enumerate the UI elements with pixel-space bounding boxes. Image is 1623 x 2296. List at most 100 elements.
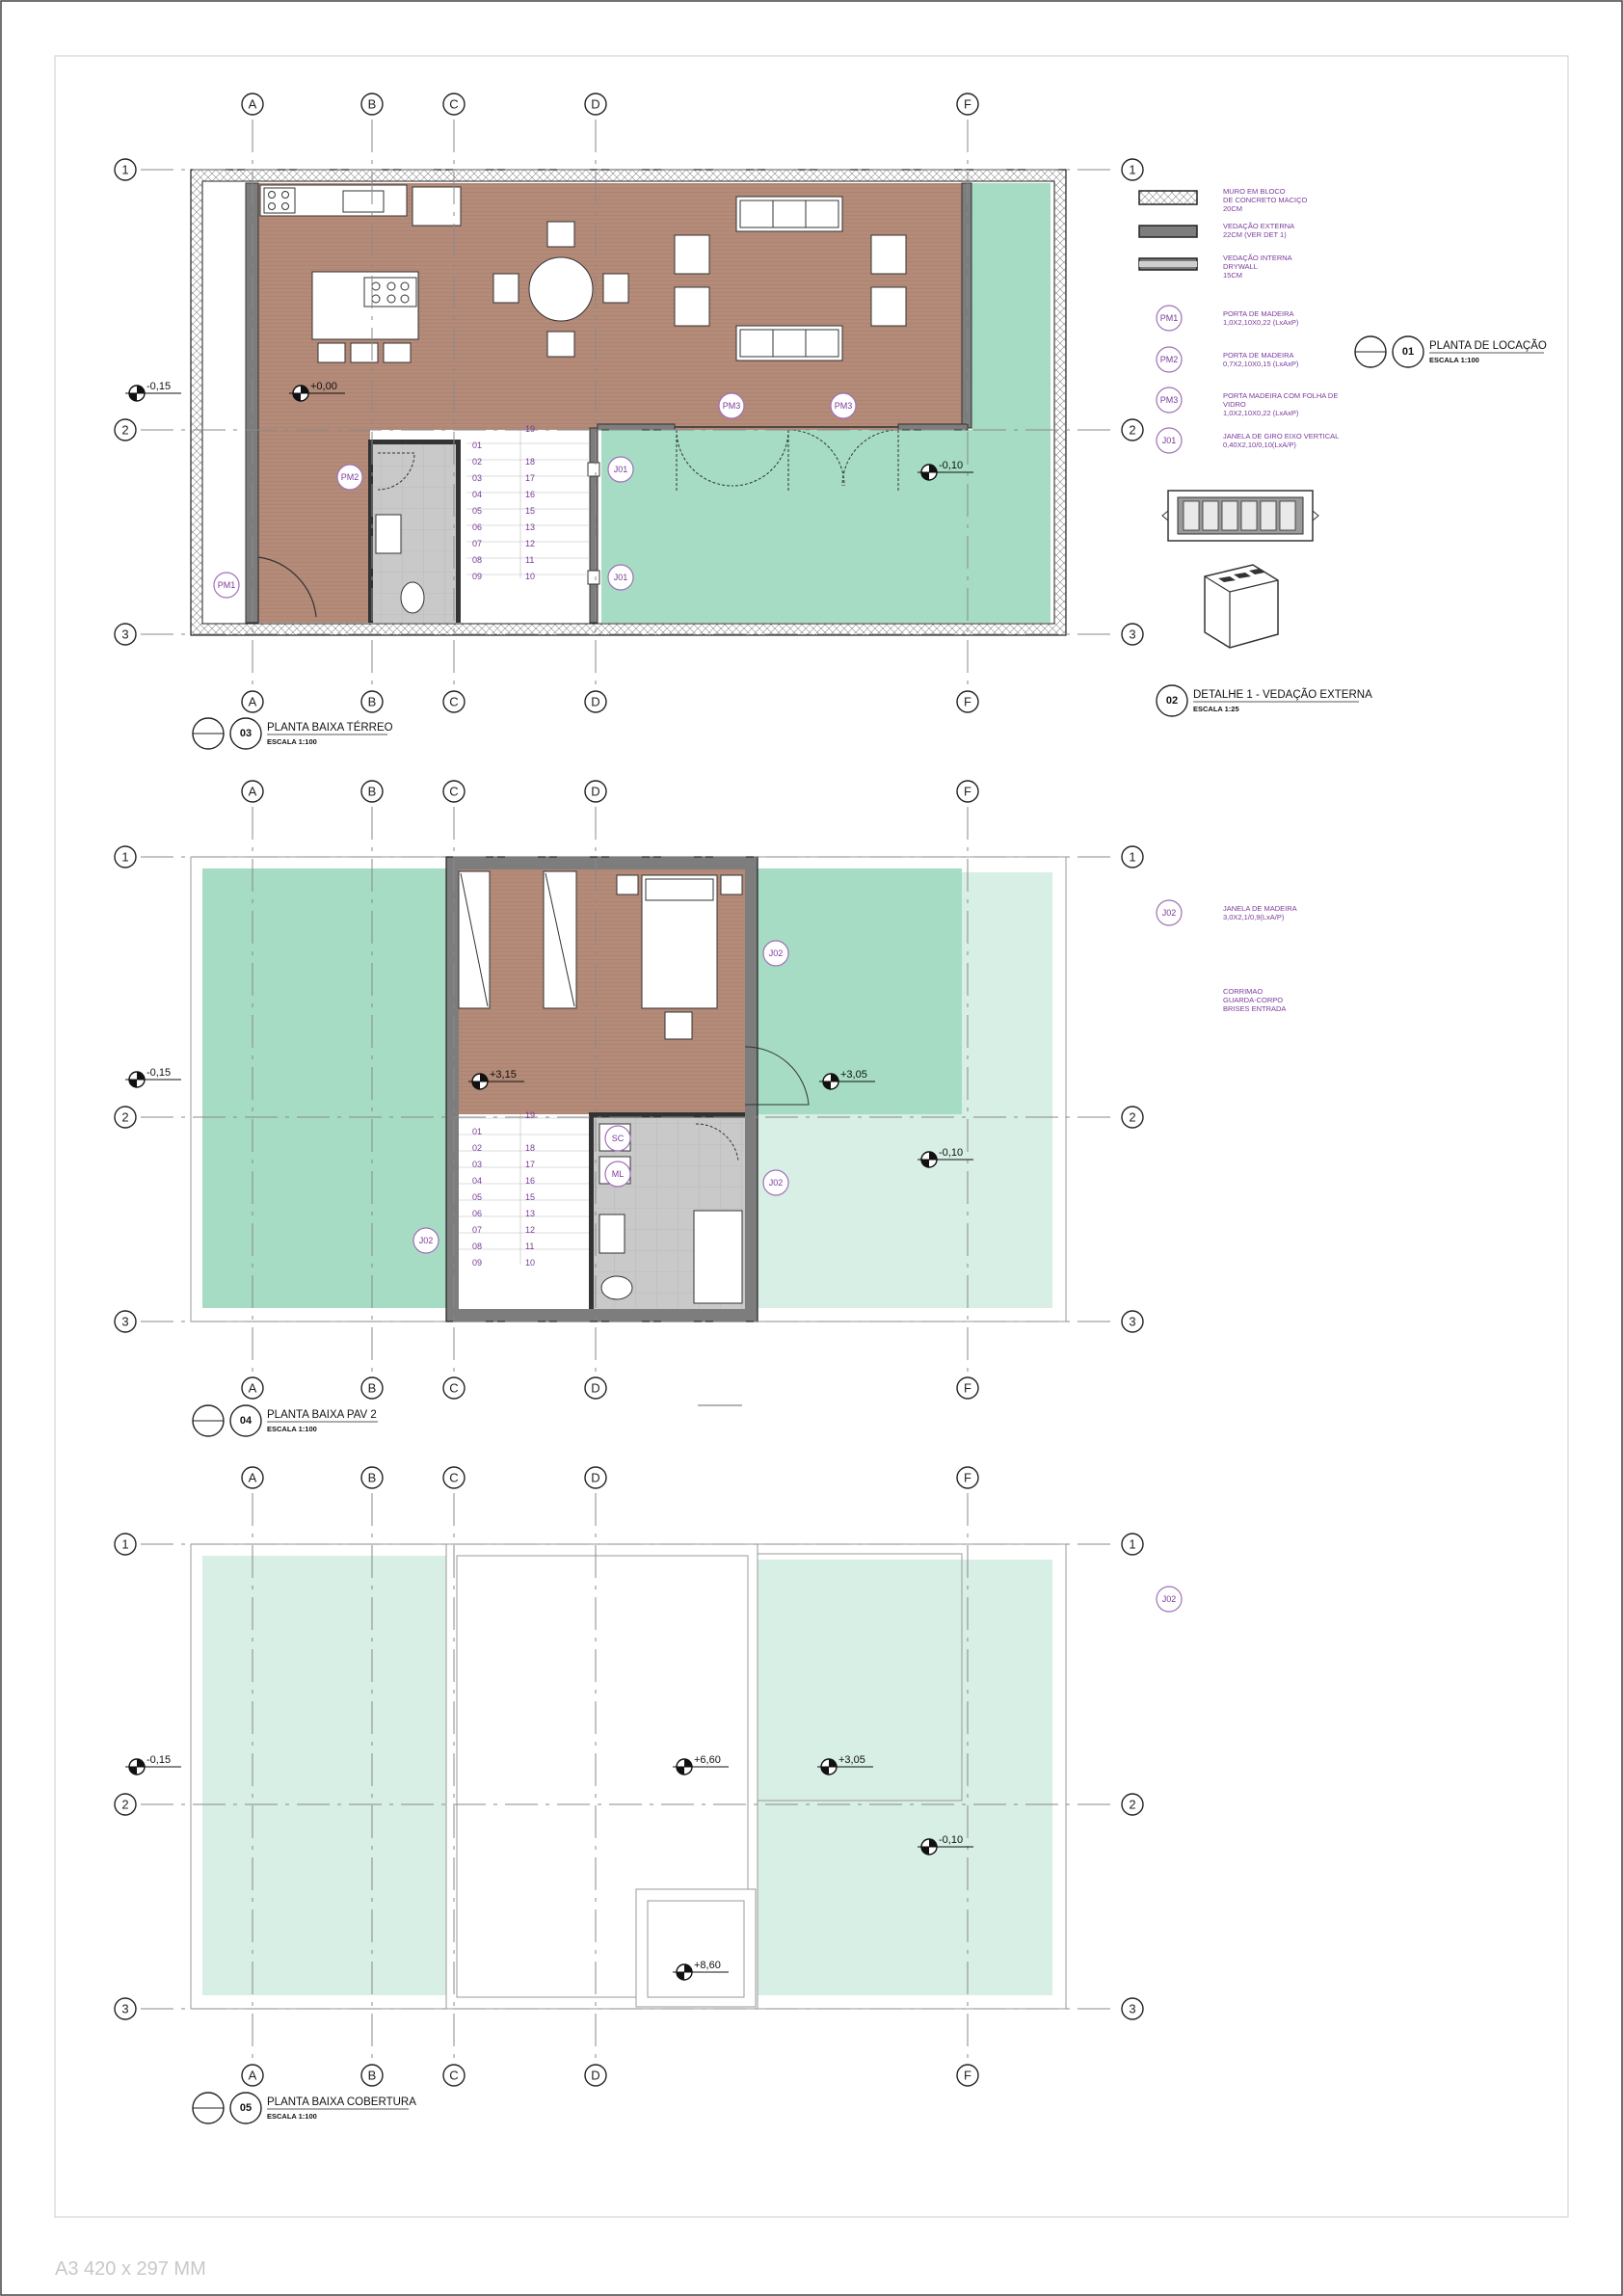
grid-bubble-b: B	[360, 1466, 384, 1489]
legend-pm3-1: PORTA MADEIRA COM FOLHA DE	[1223, 391, 1338, 400]
legend-wall-int-3: 15CM	[1223, 271, 1242, 280]
level-marker: -0,10	[918, 1147, 973, 1168]
level-marker: +6,60	[673, 1754, 729, 1775]
level-value: +3,05	[840, 1069, 867, 1081]
level-value: -0,15	[146, 1754, 171, 1766]
grid-bubble-label: 2	[1129, 1798, 1135, 1812]
grid-bubble-label: A	[249, 785, 257, 799]
grid-bubble-label: 1	[1129, 163, 1135, 177]
grid-bubble-2: 2	[114, 1106, 137, 1129]
roof-area-east	[758, 1560, 1052, 1995]
grid-bubble-label: F	[964, 1471, 971, 1485]
grid-bubble-label: F	[964, 695, 971, 709]
stair-step-number: 08	[472, 1241, 482, 1251]
armchair	[870, 286, 907, 327]
title-01-name: PLANTA DE LOCAÇÃO	[1429, 339, 1547, 352]
stair-step-number: 02	[472, 457, 482, 467]
tag-sc: SC	[604, 1125, 631, 1152]
stair-step-number: 01	[472, 441, 482, 450]
grid-bubble-label: 2	[121, 1110, 128, 1125]
tag-label: J02	[1162, 908, 1177, 918]
level-marker: +3,05	[817, 1754, 873, 1775]
grid-bubble-label: D	[591, 2069, 599, 2083]
grid-bubble-label: F	[964, 97, 971, 112]
legend-j01-2: 0,40X2,10/0,10(LxA/P)	[1223, 441, 1296, 449]
grid-bubble-label: C	[449, 695, 458, 709]
grid-bubble-label: 2	[121, 1798, 128, 1812]
grid-bubble-label: C	[449, 1381, 458, 1396]
grid-bubble-2: 2	[114, 1793, 137, 1816]
grid-bubble-f: F	[956, 1376, 979, 1400]
stair-step-number: 18	[525, 1143, 535, 1153]
tag-label: PM1	[1160, 313, 1179, 323]
stair-step-number: 05	[472, 1192, 482, 1202]
grid-bubble-f: F	[956, 690, 979, 713]
title-05-name: PLANTA BAIXA COBERTURA	[267, 2096, 416, 2108]
level-value: +0,00	[310, 381, 337, 392]
title-01-number: 01	[1402, 346, 1414, 358]
tag-label: J02	[1162, 1594, 1177, 1604]
grid-bubble-a: A	[241, 93, 264, 116]
kitchen-sink	[342, 190, 385, 213]
grid-bubble-label: 3	[121, 627, 128, 642]
tag-pm3: PM3	[830, 392, 857, 419]
stair-step-number: 11	[525, 555, 534, 565]
grid-bubble-label: A	[249, 2069, 257, 2083]
stair-step-number: 13	[525, 522, 535, 532]
grid-bubble-d: D	[584, 1376, 607, 1400]
stair-step-number: 09	[472, 1258, 482, 1268]
stair-step-number: 16	[525, 1176, 535, 1186]
second-floor-plan	[190, 856, 1067, 1406]
stair-step-number: 10	[525, 1258, 535, 1268]
level-marker: -0,10	[918, 460, 973, 481]
grid-bubble-a: A	[241, 1376, 264, 1400]
grid-bubble-3: 3	[1121, 1310, 1144, 1333]
legend-wall-int-2: DRYWALL	[1223, 262, 1258, 271]
level-marker: -0,15	[125, 1754, 181, 1775]
title-04-number: 04	[240, 1415, 253, 1427]
grid-bubble-label: A	[249, 695, 257, 709]
tag-ml: ML	[604, 1161, 631, 1188]
shower	[693, 1210, 743, 1304]
legend-wall-int-1: VEDAÇÃO INTERNA	[1223, 254, 1292, 262]
tag-j01: J01	[1156, 427, 1183, 454]
stair-step-number: 06	[472, 1209, 482, 1218]
grid-bubble-label: 2	[121, 423, 128, 438]
title-block-04: 04 PLANTA BAIXA PAV 2 ESCALA 1:100	[192, 1404, 378, 1437]
tag-label: J01	[614, 465, 628, 474]
grid-bubble-3: 3	[1121, 623, 1144, 646]
tag-j02: J02	[1156, 899, 1183, 926]
stair-step-number: 10	[525, 572, 535, 581]
level-marker: -0,15	[125, 1067, 181, 1088]
grid-bubble-label: B	[368, 785, 377, 799]
grid-bubble-2: 2	[1121, 1106, 1144, 1129]
level-value: -0,10	[939, 1834, 963, 1846]
grid-bubble-label: 1	[1129, 1537, 1135, 1552]
grid-bubble-1: 1	[1121, 158, 1144, 181]
stair-step-number: 12	[525, 1225, 535, 1235]
title-05-scale: ESCALA 1:100	[267, 2112, 317, 2121]
grid-bubble-label: D	[591, 1471, 599, 1485]
tag-label: SC	[612, 1134, 625, 1143]
tag-j01: J01	[607, 564, 634, 591]
grid-bubble-label: C	[449, 1471, 458, 1485]
stair-step-number: 07	[472, 539, 482, 548]
upper-stair	[459, 1114, 589, 1309]
grid-bubble-2: 2	[1121, 1793, 1144, 1816]
grid-bubble-b: B	[360, 1376, 384, 1400]
grid-bubble-label: D	[591, 695, 599, 709]
stair-step-number: 17	[525, 473, 535, 483]
grid-bubble-label: C	[449, 785, 458, 799]
legend-note-3: BRISES ENTRADA	[1223, 1004, 1286, 1013]
legend-pm2-2: 0,7X2,10X0,15 (LxAxP)	[1223, 360, 1299, 368]
grid-bubble-c: C	[442, 1376, 466, 1400]
toilet	[400, 581, 425, 614]
level-value: -0,15	[146, 381, 171, 392]
grid-bubble-b: B	[360, 780, 384, 803]
grid-bubble-1: 1	[114, 845, 137, 868]
grid-bubble-b: B	[360, 2064, 384, 2087]
title-03-scale: ESCALA 1:100	[267, 737, 317, 746]
stair-step-number: 01	[472, 1127, 482, 1136]
